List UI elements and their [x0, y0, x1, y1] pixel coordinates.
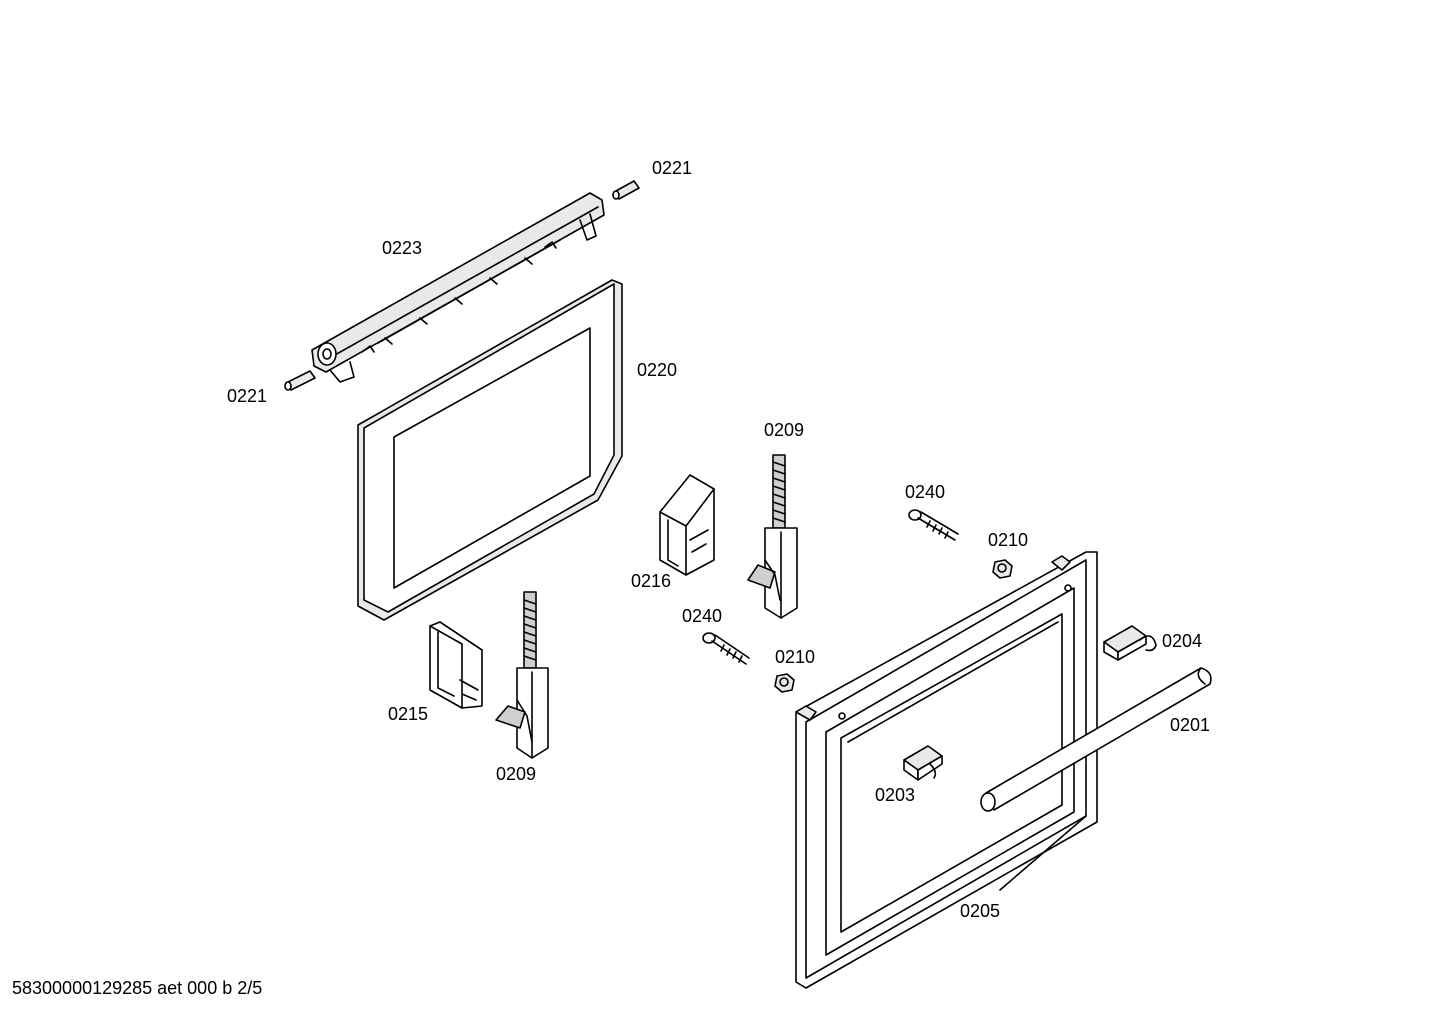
part-0204-clip [1103, 625, 1157, 661]
label-0201: 0201 [1170, 715, 1210, 735]
label-0204: 0204 [1162, 631, 1202, 651]
part-0201-handle [980, 667, 1212, 812]
part-0209-hinge-top [747, 454, 798, 619]
part-0221-pin-left [284, 370, 316, 391]
part-0203-cover [903, 745, 943, 781]
part-0223-door-trim [311, 192, 605, 383]
part-0216-hinge-bracket-right [659, 474, 715, 576]
label-0205: 0205 [960, 901, 1000, 921]
label-0221-top: 0221 [652, 158, 692, 178]
label-0203: 0203 [875, 785, 915, 805]
label-0240-mid: 0240 [682, 606, 722, 626]
part-0220-inner-glass [357, 279, 623, 621]
label-0210-top: 0210 [988, 530, 1028, 550]
label-0240-top: 0240 [905, 482, 945, 502]
part-0210-nut-mid [774, 673, 795, 693]
part-0215-hinge-bracket-left [429, 621, 483, 709]
label-0215: 0215 [388, 704, 428, 724]
label-0216: 0216 [631, 571, 671, 591]
part-0209-hinge-bottom [495, 591, 549, 759]
leader-lines [999, 815, 1087, 891]
label-0221-left: 0221 [227, 386, 267, 406]
label-0210-mid: 0210 [775, 647, 815, 667]
part-0210-nut-top [992, 559, 1013, 579]
part-0240-screw-top [908, 509, 959, 541]
label-0220: 0220 [637, 360, 677, 380]
part-0240-screw-mid [702, 632, 750, 665]
label-0223: 0223 [382, 238, 422, 258]
part-0221-pin-top [612, 180, 640, 200]
document-reference-number: 58300000129285 aet 000 b 2/5 [12, 978, 263, 998]
label-0209-bottom: 0209 [496, 764, 536, 784]
label-0209-top: 0209 [764, 420, 804, 440]
